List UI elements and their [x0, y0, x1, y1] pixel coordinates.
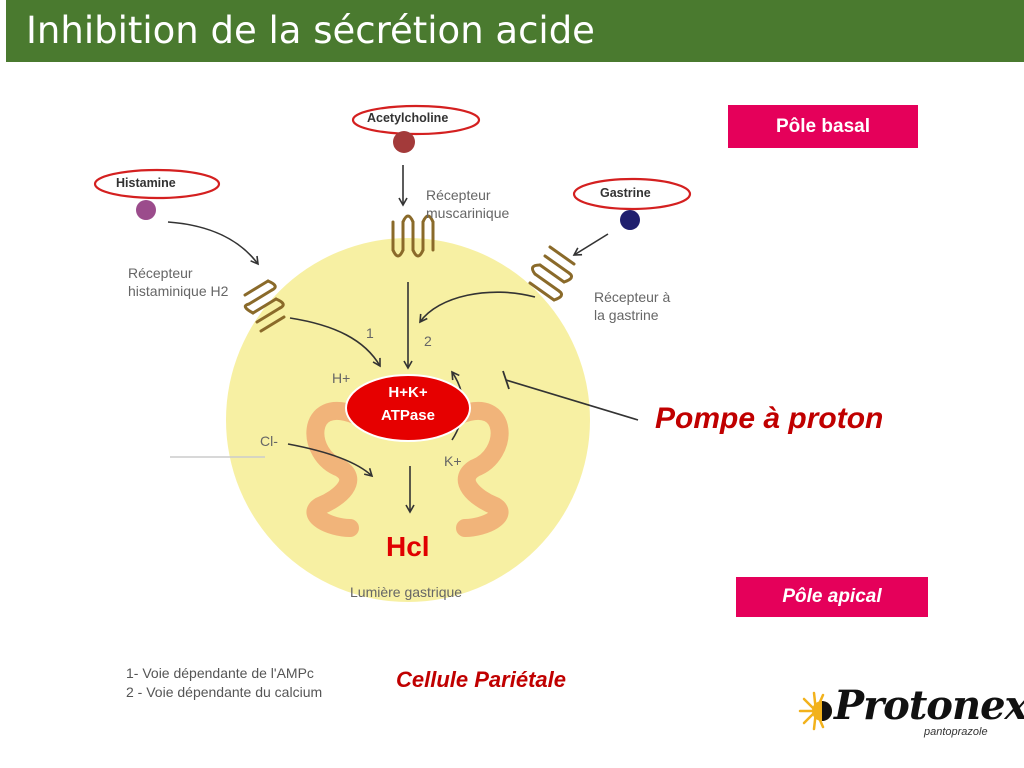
gastrin-receptor-label: Récepteur à la gastrine [594, 289, 671, 323]
logo-subtitle: pantoprazole [924, 726, 988, 738]
acetylcholine-oval [351, 104, 481, 136]
muscarinic-receptor-label: Récepteur muscarinique [426, 187, 510, 221]
hplus-label: H+ [332, 370, 351, 386]
hcl-label: Hcl [386, 531, 430, 562]
gastrine-dot [620, 210, 640, 230]
cellule-label: Cellule Pariétale [396, 667, 566, 692]
canaliculus-left [306, 402, 364, 537]
protonex-logo-icon [798, 691, 832, 731]
muscarinic-receptor [391, 214, 435, 258]
histamine-arrow [167, 221, 259, 266]
pathway1-number: 1 [366, 325, 374, 341]
atpase-label: H+K+ ATPase [381, 384, 435, 424]
h2-receptor-label: Récepteur histaminique H2 [128, 265, 229, 299]
acetylcholine-dot [393, 131, 415, 153]
slide-title: Inhibition de la sécrétion acide [26, 9, 595, 52]
gastrine-arrow [572, 233, 609, 256]
pathway-legend: 1- Voie dépendante de l'AMPc 2 - Voie dé… [126, 664, 322, 702]
legend-item-1: 1- Voie dépendante de l'AMPc [126, 665, 314, 681]
pole-apical-badge: Pôle apical [736, 577, 928, 617]
inhibitor-bar [502, 370, 510, 390]
kplus-label: K+ [444, 453, 462, 469]
histamine-dot [136, 200, 156, 220]
acetylcholine-label: Acetylcholine [367, 111, 449, 125]
h2-receptor [243, 279, 286, 333]
inhibitor-line [505, 379, 639, 421]
gastrine-oval [572, 177, 692, 211]
cl-label: Cl- [260, 433, 278, 449]
histamine-oval [93, 168, 221, 200]
pathway1-arrow [289, 317, 381, 368]
gastrine-label: Gastrine [600, 186, 651, 200]
pathway2-number: 2 [424, 333, 432, 349]
cl-arrow [287, 443, 374, 478]
histamine-label: Histamine [116, 176, 176, 190]
canaliculus-right [451, 402, 509, 537]
legend-item-2: 2 - Voie dépendante du calcium [126, 684, 323, 700]
logo-name: Protonex [834, 682, 1024, 729]
pole-basal-badge: Pôle basal [728, 105, 918, 148]
title-accent [0, 0, 6, 62]
gastrin-pathway-arrow [419, 291, 536, 324]
atpase-oval [345, 374, 471, 442]
title-bar: Inhibition de la sécrétion acide [0, 0, 1024, 62]
lumiere-label: Lumière gastrique [350, 584, 463, 600]
pompe-label: Pompe à proton [655, 402, 884, 435]
gastrin-receptor [528, 245, 576, 302]
